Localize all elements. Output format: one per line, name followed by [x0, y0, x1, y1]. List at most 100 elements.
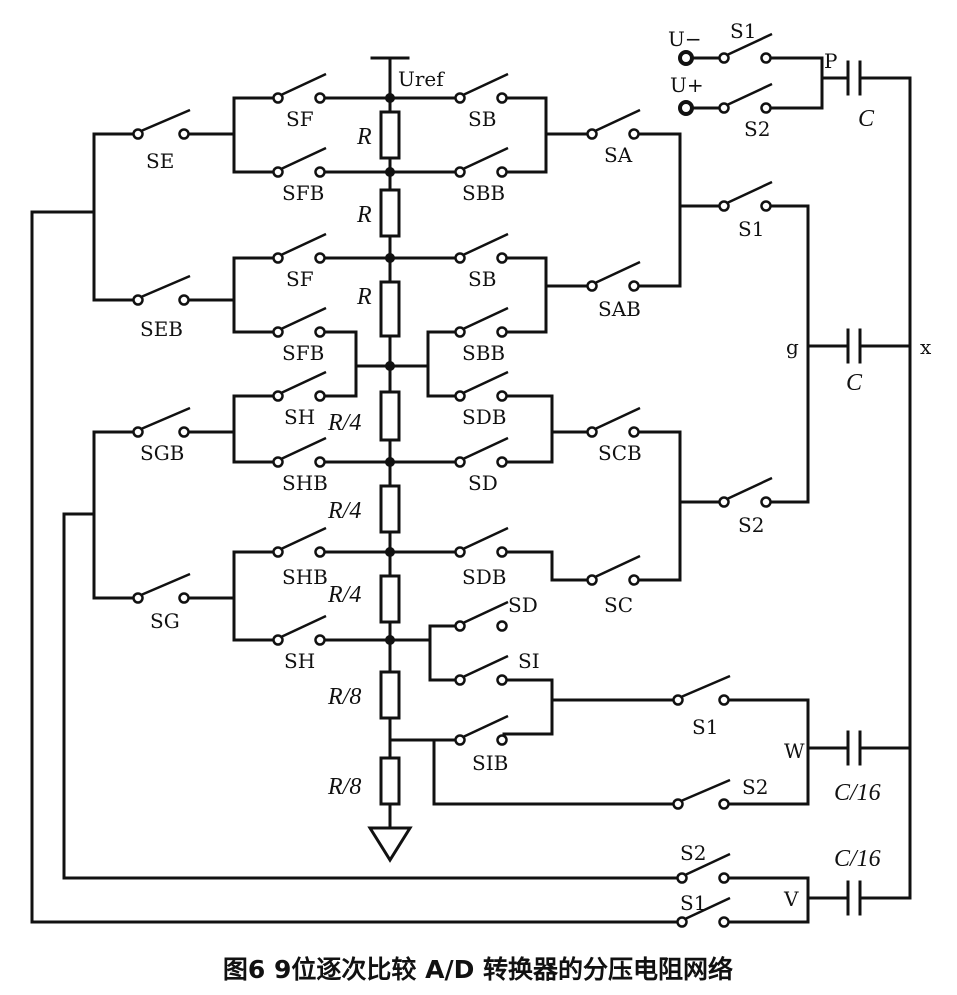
u-plus-label: U+: [670, 73, 704, 97]
resistor-8: [379, 756, 401, 806]
switch-sd2: [454, 600, 509, 632]
switch-sbb1: [454, 146, 509, 178]
switch-label-top-s1: S1: [730, 19, 756, 43]
switch-label-sfb2: SFB: [282, 341, 324, 365]
switch-mid-s2: [718, 476, 773, 508]
switch-label-scb: SCB: [598, 441, 642, 465]
uref-label: Uref: [398, 67, 445, 91]
switch-sh1: [272, 370, 327, 402]
capacitor-label-g: C: [846, 370, 863, 396]
resistor-2: [379, 188, 401, 238]
switch-top-s2: [718, 82, 773, 114]
switch-label-se: SE: [146, 149, 174, 173]
switch-sab: [586, 260, 641, 292]
switch-sdb2: [454, 526, 509, 558]
switch-label-sf2: SF: [286, 267, 314, 291]
u-minus-terminal: [678, 50, 694, 66]
switch-sfb2: [272, 306, 327, 338]
resistor-label-6: R/4: [327, 582, 361, 608]
ground-icon: [367, 826, 413, 863]
resistor-label-4: R/4: [327, 410, 361, 436]
switch-sfb1: [272, 146, 327, 178]
switch-label-shb2: SHB: [282, 565, 328, 589]
switch-label-shb1: SHB: [282, 471, 328, 495]
switch-top-s1: [718, 32, 773, 64]
switch-label-w-s2: S2: [742, 775, 768, 799]
switch-label-seb: SEB: [140, 317, 183, 341]
switch-label-sb1: SB: [468, 107, 496, 131]
switch-label-mid-s2: S2: [738, 513, 764, 537]
switch-scb: [586, 406, 641, 438]
switch-label-sg: SG: [150, 609, 180, 633]
capacitor-v: [846, 880, 862, 916]
switch-label-sfb1: SFB: [282, 181, 324, 205]
node-w-label: W: [784, 739, 805, 763]
figure-caption: 图6 9位逐次比较 A/D 转换器的分压电阻网络: [223, 955, 733, 984]
switch-se: [132, 108, 191, 140]
switch-label-sh1: SH: [284, 405, 315, 429]
node-x-label: x: [920, 335, 932, 359]
switch-sdb1: [454, 370, 509, 402]
switch-v-s1: [676, 896, 731, 928]
resistor-label-8: R/8: [327, 774, 361, 800]
switch-label-sdb1: SDB: [462, 405, 506, 429]
switch-label-sh2: SH: [284, 649, 315, 673]
resistor-1: [379, 110, 401, 160]
switch-label-sc: SC: [604, 593, 633, 617]
switch-label-sd2: SD: [508, 593, 538, 617]
switch-sg: [132, 572, 191, 604]
capacitor-w: [846, 730, 862, 766]
labels: Uref U− U+ P g x W V R R R R/4 R/4 R/4 R…: [140, 19, 932, 915]
capacitor-label-p: C: [858, 106, 875, 132]
resistor-label-7: R/8: [327, 684, 361, 710]
switch-shb2: [272, 526, 327, 558]
switch-label-mid-s1: S1: [738, 217, 764, 241]
switch-shb1: [272, 436, 327, 468]
switch-w-s2: [672, 778, 731, 810]
capacitors: [846, 60, 862, 916]
switch-seb: [132, 274, 191, 306]
capacitor-label-w: C/16: [834, 780, 881, 806]
switch-label-sgb: SGB: [140, 441, 184, 465]
switch-sbb2: [454, 306, 509, 338]
switch-sh2: [272, 614, 327, 646]
switch-label-v-s1: S1: [680, 891, 706, 915]
switch-label-w-s1: S1: [692, 715, 718, 739]
switch-label-sb2: SB: [468, 267, 496, 291]
switch-v-s2: [676, 852, 731, 884]
node-v-label: V: [783, 887, 799, 911]
resistor-3: [379, 280, 401, 338]
resistor-label-1: R: [356, 124, 372, 150]
node-p-label: P: [824, 49, 837, 73]
switch-label-sf1: SF: [286, 107, 314, 131]
switch-sf2: [272, 232, 327, 264]
switch-si: [454, 654, 509, 686]
resistor-4: [379, 390, 401, 442]
switch-sc: [586, 554, 641, 586]
switch-sb2: [454, 232, 509, 264]
switch-label-sd1: SD: [468, 471, 498, 495]
capacitor-p: [846, 60, 862, 96]
u-minus-label: U−: [668, 27, 702, 51]
resistor-label-2: R: [356, 202, 372, 228]
switch-label-sab: SAB: [598, 297, 641, 321]
resistor-label-5: R/4: [327, 498, 361, 524]
resistor-label-3: R: [356, 284, 372, 310]
switch-sb1: [454, 72, 509, 104]
switch-w-s1: [672, 674, 731, 706]
switch-sib: [454, 714, 509, 746]
switch-sa: [586, 108, 641, 140]
junction-dots: [385, 93, 395, 645]
switch-label-sbb2: SBB: [462, 341, 505, 365]
switch-label-sib: SIB: [472, 751, 508, 775]
switch-label-v-s2: S2: [680, 841, 706, 865]
resistors: [379, 110, 401, 806]
switch-sgb: [132, 406, 191, 438]
node-g-label: g: [786, 335, 799, 359]
switches: [132, 32, 773, 928]
switch-sd1: [454, 436, 509, 468]
switch-label-sbb1: SBB: [462, 181, 505, 205]
switch-label-sa: SA: [604, 143, 633, 167]
switch-label-top-s2: S2: [744, 117, 770, 141]
